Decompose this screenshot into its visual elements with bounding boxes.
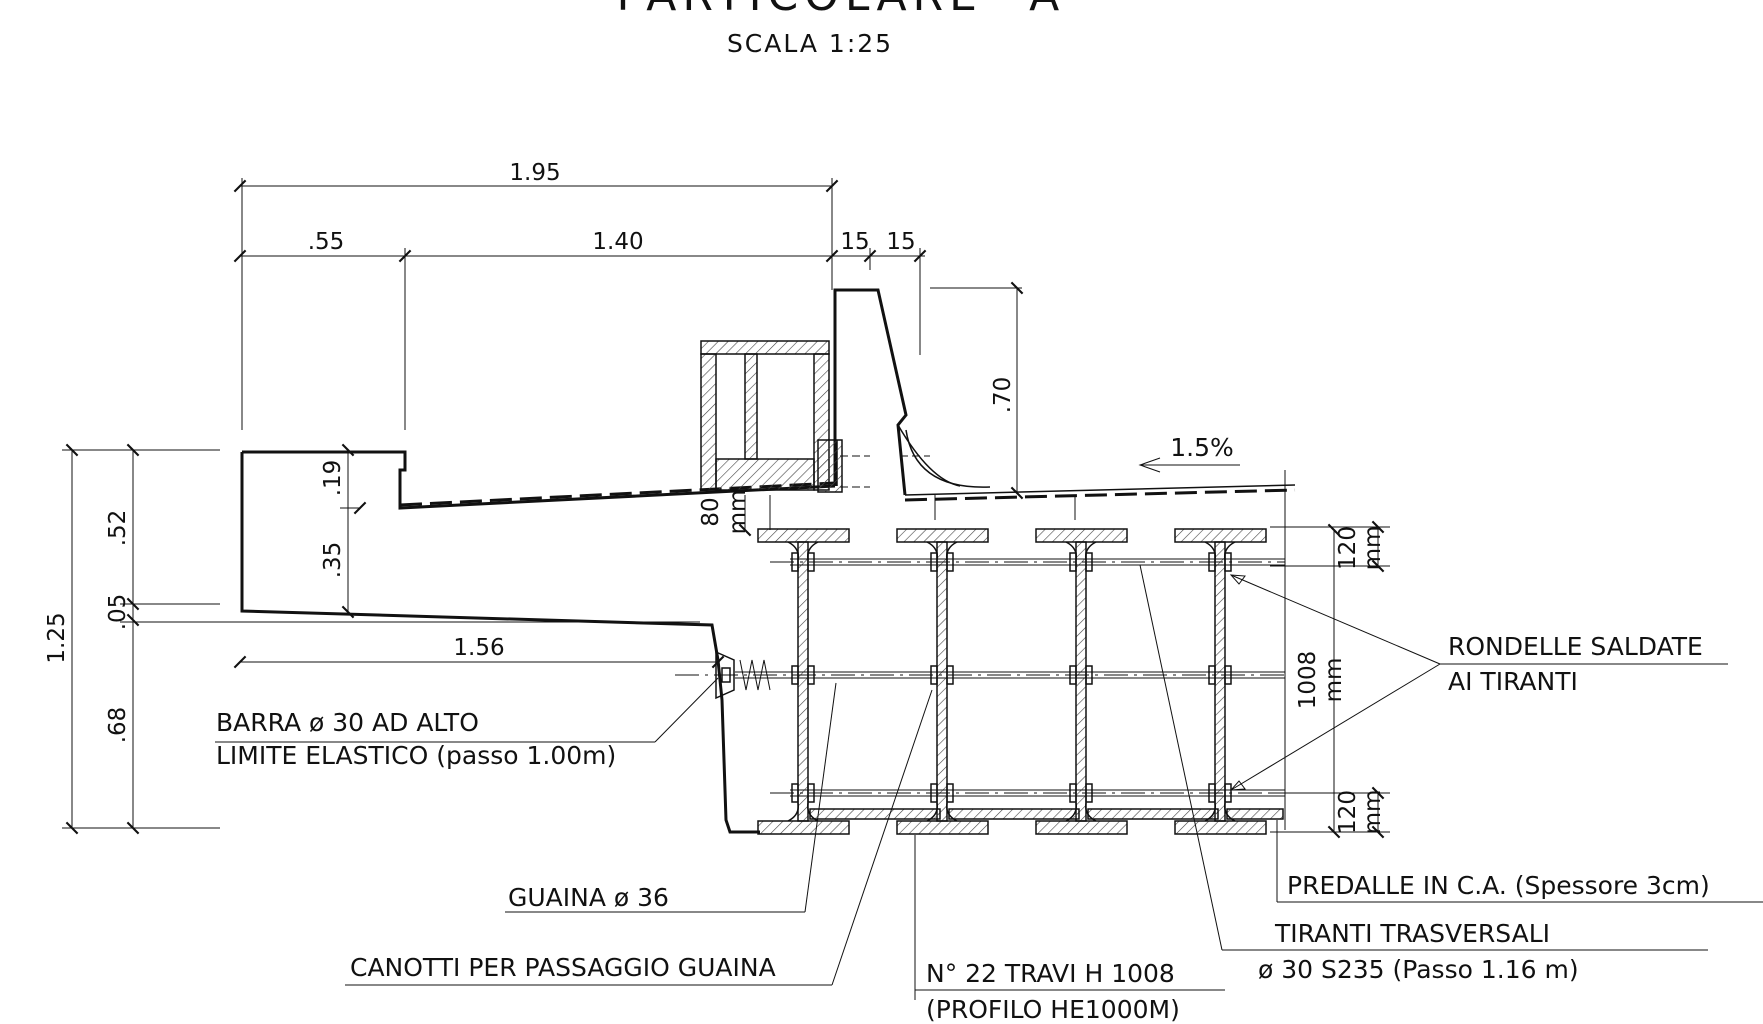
- service-duct: [700, 340, 843, 493]
- girder-3: [1035, 528, 1128, 835]
- dim-1-95: 1.95: [509, 160, 560, 186]
- dim-80: 80: [698, 497, 724, 526]
- label-rondelle-line-1: RONDELLE SALDATE: [1448, 632, 1703, 661]
- dim-120-top-unit: mm: [1360, 526, 1386, 571]
- girder-1: [757, 528, 850, 835]
- left-dimensions: 1.25 .52 .05 .68 .19 .35 1.56 80 mm: [44, 443, 752, 835]
- girder-4: [1174, 528, 1267, 835]
- dim-1-40: 1.40: [592, 229, 643, 255]
- right-dimensions: 120 mm 1008 mm 120 mm: [1270, 520, 1390, 839]
- dim-0-70: .70: [990, 377, 1016, 414]
- slope-label: 1.5%: [1170, 433, 1234, 462]
- dim-15-b: 15: [886, 229, 915, 255]
- dim-0-05: .05: [105, 594, 131, 631]
- label-travi-line-2: (PROFILO HE1000M): [926, 995, 1180, 1024]
- girder-2: [896, 528, 989, 835]
- label-barra-line-1: BARRA ø 30 AD ALTO: [216, 708, 479, 737]
- predalle-plate: [809, 808, 941, 820]
- label-travi-line-1: N° 22 TRAVI H 1008: [926, 959, 1175, 988]
- label-canotti: CANOTTI PER PASSAGGIO GUAINA: [350, 953, 776, 982]
- predalle-plate: [1226, 808, 1284, 820]
- top-dimensions: 1.95 .55 1.40 15 15 .70 1.5%: [233, 160, 1240, 500]
- dim-1008-unit: mm: [1321, 658, 1347, 703]
- dim-15-a: 15: [840, 229, 869, 255]
- label-tiranti-line-1: TIRANTI TRASVERSALI: [1274, 919, 1550, 948]
- dim-120-bottom-unit: mm: [1360, 790, 1386, 835]
- dim-80-unit: mm: [725, 490, 751, 535]
- dim-0-35: .35: [320, 542, 346, 579]
- label-guaina: GUAINA ø 36: [508, 883, 669, 912]
- callout-leaders: [215, 564, 1763, 1000]
- parapet-wall: [833, 288, 1296, 502]
- scale-label: SCALA 1:25: [727, 29, 893, 58]
- predalle-plate: [948, 808, 1080, 820]
- dim-0-55: .55: [308, 229, 345, 255]
- tie-rods: [675, 470, 1286, 830]
- steel-girders: [757, 528, 1284, 835]
- dim-0-52: .52: [105, 510, 131, 547]
- label-barra-line-2: LIMITE ELASTICO (passo 1.00m): [216, 741, 616, 770]
- dim-120-bottom: 120: [1335, 790, 1361, 834]
- label-rondelle-line-2: AI TIRANTI: [1448, 667, 1578, 696]
- label-tiranti-line-2: ø 30 S235 (Passo 1.16 m): [1258, 955, 1579, 984]
- dim-0-19: .19: [320, 460, 346, 497]
- dim-1-25: 1.25: [44, 612, 70, 663]
- dim-120-top: 120: [1335, 526, 1361, 570]
- dim-1-56: 1.56: [453, 635, 504, 661]
- predalle-plate: [1087, 808, 1219, 820]
- label-predalle: PREDALLE IN C.A. (Spessore 3cm): [1287, 871, 1710, 900]
- callout-labels: RONDELLE SALDATE AI TIRANTI BARRA ø 30 A…: [216, 632, 1710, 1024]
- dim-1008: 1008: [1295, 651, 1321, 710]
- drawing-title: PARTICOLARE "A": [617, 0, 1092, 21]
- dim-0-68: .68: [105, 707, 131, 744]
